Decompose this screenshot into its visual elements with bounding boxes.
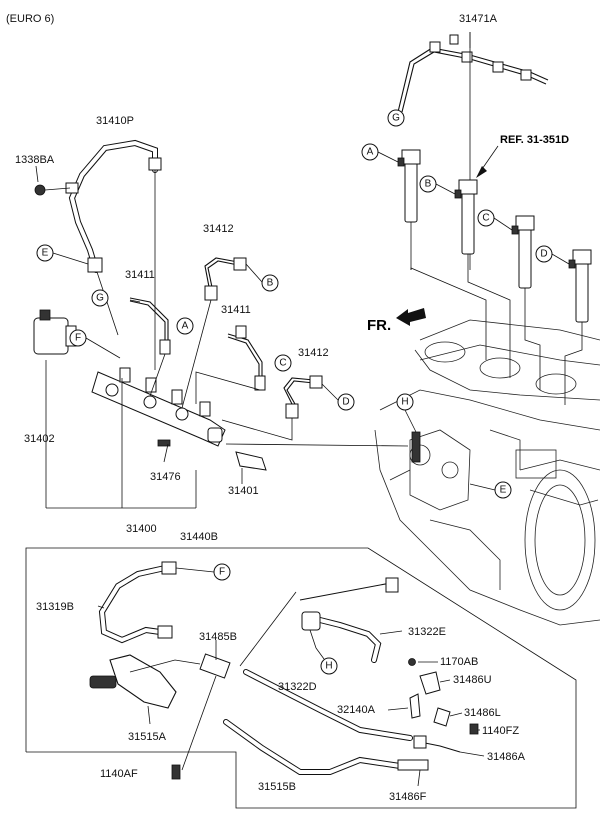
svg-text:D: D [342,397,349,408]
high-pressure-pipe-31412-2 [221,375,323,441]
svg-text:F: F [75,333,81,344]
engine-block [374,319,600,626]
svg-text:H: H [401,397,408,408]
label-31402: 31402 [24,433,55,445]
svg-text:B: B [267,278,274,289]
common-rail-31400 [33,309,267,471]
label-31486u: 31486U [453,674,492,686]
callout-h-engine: H [396,393,414,411]
front-direction-label: FR. [367,317,391,334]
svg-text:H: H [325,661,332,672]
label-31411-right: 31411 [221,304,251,316]
fuel-line-31322d [239,591,413,741]
callout-b-injector: B [419,175,437,193]
fuel-hose-31319b [98,561,177,644]
fuel-line-31515b [223,719,429,775]
bottom-section-frame [25,547,577,809]
callout-b-pipe: B [261,274,279,292]
injector-d [568,249,592,323]
label-31471a: 31471A [459,13,498,25]
label-31319b: 31319B [36,601,74,613]
bolt-1338ba [34,184,71,196]
svg-text:C: C [279,358,286,369]
label-31322d: 31322D [278,681,317,693]
callout-d-pipe: D [337,393,355,411]
svg-text:E: E [42,248,49,259]
label-31486f: 31486F [389,791,427,803]
label-31515a: 31515A [128,731,167,743]
label-31486a: 31486A [487,751,526,763]
euro-variant-label: (EURO 6) [6,13,54,25]
callout-a-injector: A [361,143,379,161]
front-direction-arrow-icon [396,308,426,326]
label-31486l: 31486L [464,707,501,719]
callout-c-injector: C [477,209,495,227]
svg-text:A: A [367,147,374,158]
svg-text:C: C [482,213,489,224]
vacuum-hose-31515a [89,654,177,725]
label-31412-upper: 31412 [203,223,234,235]
connector-31485b [129,640,231,771]
high-pressure-pipe-31412-1 [181,257,247,409]
callout-c-pipe: C [274,354,292,372]
callout-h-hose: H [320,657,338,675]
label-31410p: 31410P [96,115,134,127]
high-pressure-pipe-31411-2 [195,325,266,404]
svg-text:D: D [540,249,547,260]
callout-e-engine: E [494,481,512,499]
svg-text:A: A [182,321,189,332]
label-31440b: 31440B [180,531,218,543]
callout-e-left: E [36,244,54,262]
ref-label: REF. 31-351D [500,134,569,146]
callout-d-injector: D [535,245,553,263]
label-1170ab: 1170AB [440,656,478,668]
bolt-1140af [171,764,181,780]
label-31401: 31401 [228,485,259,497]
label-31515b: 31515B [258,781,296,793]
svg-text:G: G [392,113,400,124]
injector-c [511,215,535,330]
label-31476: 31476 [150,471,181,483]
callout-a-pipe: A [176,317,194,335]
label-31400: 31400 [126,523,157,535]
svg-text:F: F [219,567,225,578]
label-1140af: 1140AF [100,768,138,780]
svg-text:B: B [425,179,432,190]
injector-b [454,179,478,255]
label-1140fz: 1140FZ [482,725,519,737]
high-pressure-pipe-31411-1 [129,297,171,397]
label-31411-left: 31411 [125,269,155,281]
return-hose-31410p [65,139,162,370]
label-1338ba: 1338BA [15,154,55,166]
svg-text:E: E [500,485,507,496]
bracket-assembly [408,658,479,753]
callout-f-hose: F [213,563,231,581]
callout-f-rail: F [69,329,87,347]
label-31322e: 31322E [408,626,446,638]
label-31485b: 31485B [199,631,237,643]
callout-g-left: G [91,289,109,307]
callout-g-top: G [387,109,405,127]
svg-text:G: G [96,293,104,304]
label-31412-lower: 31412 [298,347,329,359]
fuel-line-31322e [299,577,399,663]
label-32140a: 32140A [337,704,376,716]
injector-a [397,149,421,270]
